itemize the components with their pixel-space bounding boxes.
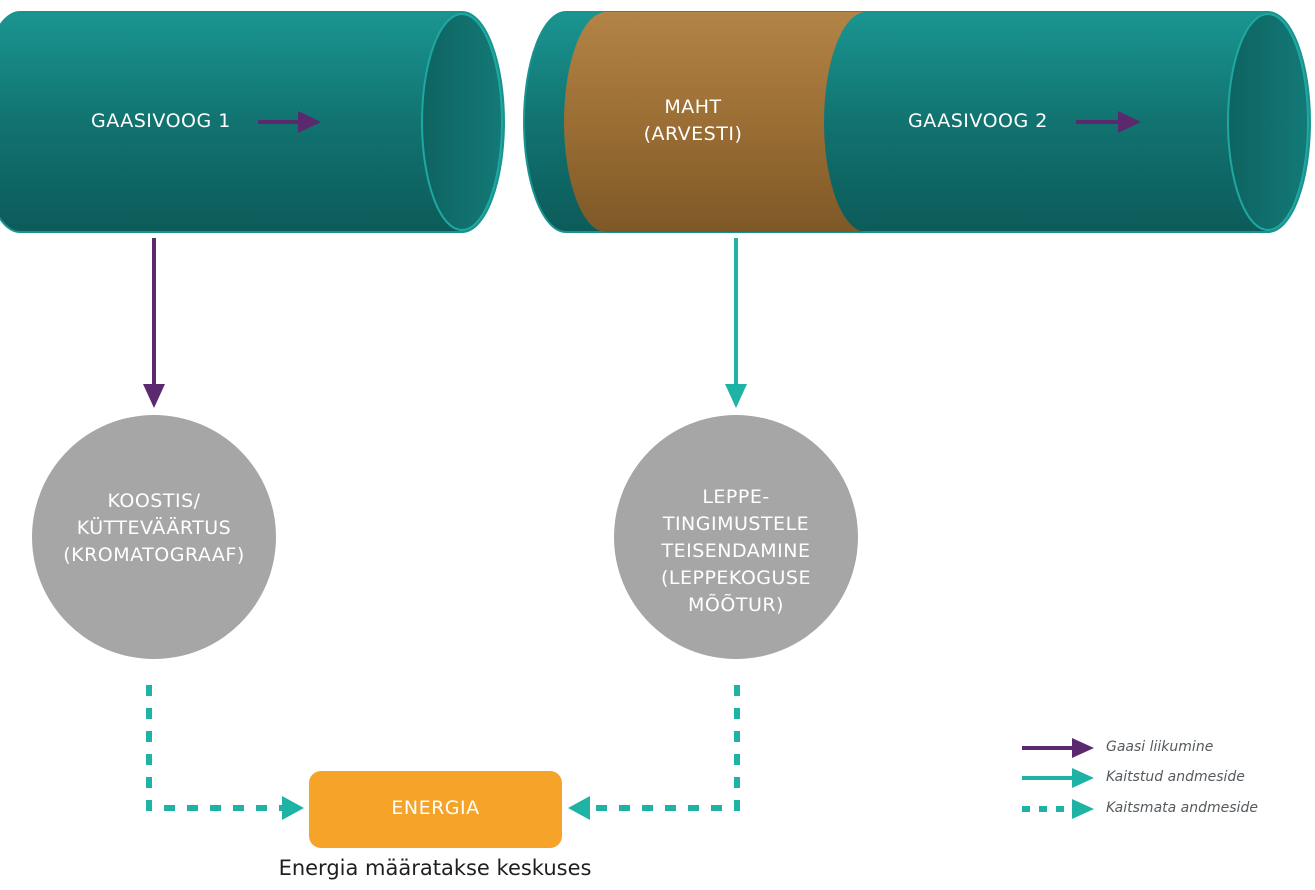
- gas-flow-arrow-2: [1076, 111, 1141, 133]
- meter-label: MAHT (ARVESTI): [606, 94, 780, 148]
- circle-label-line: TINGIMUSTELE: [662, 513, 810, 535]
- meter-label-line: (ARVESTI): [643, 123, 743, 145]
- unprotected-data-arrow-right: [568, 685, 740, 820]
- circle-label-line: KÜTTEVÄÄRTUS: [76, 517, 232, 539]
- meter-band: [564, 12, 866, 232]
- circle-label-line: MÕÕTUR): [688, 594, 784, 616]
- energy-caption: Energia määratakse keskuses: [278, 856, 592, 880]
- legend-unprotected-marker: [1022, 799, 1094, 819]
- circle-chromatograph: [32, 415, 276, 659]
- circle-chromatograph-label: KOOSTIS/ KÜTTEVÄÄRTUS (KROMATOGRAAF): [34, 488, 274, 569]
- circle-volume-converter-label: LEPPE- TINGIMUSTELE TEISENDAMINE (LEPPEK…: [616, 484, 856, 619]
- legend-unprotected-label: Kaitsmata andmeside: [1106, 800, 1258, 816]
- pipe-2-label: GAASIVOOG 2: [908, 110, 1048, 132]
- meter-label-line: MAHT: [664, 96, 722, 118]
- protected-data-arrow: [725, 238, 747, 408]
- pipe-1-label: GAASIVOOG 1: [91, 110, 231, 132]
- circle-volume-converter: [614, 415, 858, 659]
- legend-protected-marker: [1022, 768, 1094, 788]
- legend-protected-label: Kaitstud andmeside: [1106, 769, 1245, 785]
- circle-label-line: KOOSTIS/: [107, 490, 201, 512]
- gas-sample-arrow: [143, 238, 165, 408]
- legend-gas-flow-label: Gaasi liikumine: [1106, 739, 1214, 755]
- legend-gas-flow-marker: [1022, 738, 1094, 758]
- gas-flow-arrow-1: [258, 111, 321, 133]
- energy-box: [309, 771, 562, 848]
- energy-label: ENERGIA: [391, 797, 480, 819]
- pipe-1: [0, 11, 505, 233]
- pipe-2: [523, 11, 1311, 233]
- circle-label-line: (LEPPEKOGUSE: [661, 567, 811, 589]
- circle-label-line: LEPPE-: [702, 486, 770, 508]
- circle-label-line: TEISENDAMINE: [661, 540, 811, 562]
- circle-label-line: (KROMATOGRAAF): [63, 544, 245, 566]
- unprotected-data-arrow-left: [146, 685, 304, 820]
